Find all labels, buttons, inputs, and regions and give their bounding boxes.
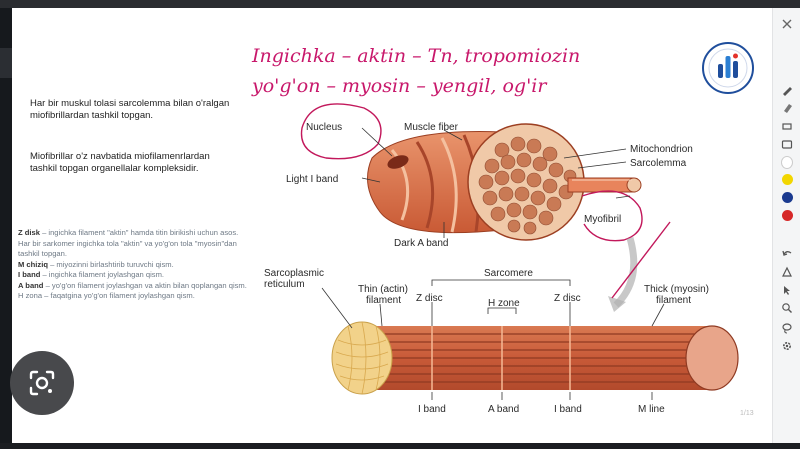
label-i-band-left: I band <box>418 404 446 415</box>
label-sarcoplasmic: Sarcoplasmic <box>264 268 324 279</box>
shape-tool-icon[interactable] <box>781 266 793 278</box>
label-sarcolemma: Sarcolemma <box>630 158 687 169</box>
handwritten-line-1: Ingichka – aktin – Tn, tropomiozin <box>251 45 580 67</box>
hand-circle-nucleus <box>300 103 382 160</box>
label-z-disc-left: Z disc <box>416 293 443 304</box>
label-thin-filament-1: Thin (actin) <box>358 284 408 295</box>
label-sarcomere: Sarcomere <box>484 268 533 279</box>
note-z-disk: Z disk – ingichka filament "aktin" hamda… <box>18 228 239 237</box>
label-dark-a-band: Dark A band <box>394 238 448 249</box>
select-tool-icon[interactable] <box>781 284 793 296</box>
color-swatch-red[interactable] <box>781 209 793 221</box>
top-bar <box>0 0 800 8</box>
zoom-arrow <box>613 237 638 308</box>
label-thin-filament-2: filament <box>366 295 401 306</box>
highlighter-tool-icon[interactable] <box>781 102 793 114</box>
label-thick-filament-1: Thick (myosin) <box>644 284 709 295</box>
text-tool-icon[interactable] <box>781 138 793 150</box>
note-sarcomere: Har bir sarkomer ingichka tola "aktin" v… <box>18 238 237 259</box>
label-myofibril: Myofibril <box>584 214 621 225</box>
label-mitochondrion: Mitochondrion <box>630 144 693 155</box>
muscle-fiber-illustration <box>367 123 642 241</box>
label-i-band-right: I band <box>554 404 582 415</box>
myofibril-illustration <box>331 321 739 395</box>
note-m-line: M chiziq – miyozinni birlashtirib turuvc… <box>18 259 174 269</box>
hand-circle-myofibril <box>581 190 643 242</box>
label-thick-filament-2: filament <box>656 295 691 306</box>
handwritten-line-2: yo'g'on – myosin – yengil, og'ir <box>251 75 548 97</box>
eraser-tool-icon[interactable] <box>781 120 793 132</box>
color-swatch-yellow[interactable] <box>781 173 793 185</box>
lens-icon <box>29 370 55 396</box>
label-nucleus: Nucleus <box>306 122 342 133</box>
color-swatch-blue[interactable] <box>781 191 793 203</box>
zoom-tool-icon[interactable] <box>781 302 793 314</box>
pen-tool-icon[interactable] <box>781 84 793 96</box>
note-a-band: A band – yo'g'on filament joylashgan va … <box>18 280 247 290</box>
faint-notes: Z disk – ingichka filament "aktin" hamda… <box>18 228 250 302</box>
note-i-band: I band – ingichka filament joylashgan qi… <box>18 270 165 279</box>
annotation-toolbar <box>772 8 800 445</box>
text-myofibrils: Miofibrillar o'z navbatida miofilamenrla… <box>30 151 210 174</box>
left-strip <box>0 8 12 449</box>
bottom-strip <box>0 443 800 449</box>
label-z-disc-right: Z disc <box>554 293 581 304</box>
close-icon[interactable] <box>781 18 793 30</box>
muscle-diagram: Nucleus Muscle fiber Mitochondrion Sarco… <box>264 103 739 415</box>
label-m-line: M line <box>638 404 665 415</box>
hand-arrow <box>611 221 671 299</box>
label-muscle-fiber: Muscle fiber <box>404 122 459 133</box>
label-a-band: A band <box>488 404 519 415</box>
slide-canvas: Ingichka – aktin – Tn, tropomiozin yo'g'… <box>12 8 772 445</box>
text-muscle-fiber: Har bir muskul tolasi sarcolemma bilan o… <box>30 98 230 121</box>
lens-search-button[interactable] <box>10 351 74 415</box>
color-swatch-white[interactable] <box>781 155 793 169</box>
handwritten-notes: Ingichka – aktin – Tn, tropomiozin yo'g'… <box>251 45 580 97</box>
lasso-tool-icon[interactable] <box>781 322 793 334</box>
settings-gear-icon[interactable] <box>781 340 793 352</box>
undo-icon[interactable] <box>781 248 793 260</box>
label-light-i-band: Light I band <box>286 174 338 185</box>
label-reticulum: reticulum <box>264 279 305 290</box>
label-h-zone: H zone <box>488 298 520 309</box>
note-h-zone: H zona – faqatgina yo'g'on filament joyl… <box>18 291 195 300</box>
university-logo <box>700 40 756 96</box>
page-number: 1/13 <box>740 410 754 417</box>
